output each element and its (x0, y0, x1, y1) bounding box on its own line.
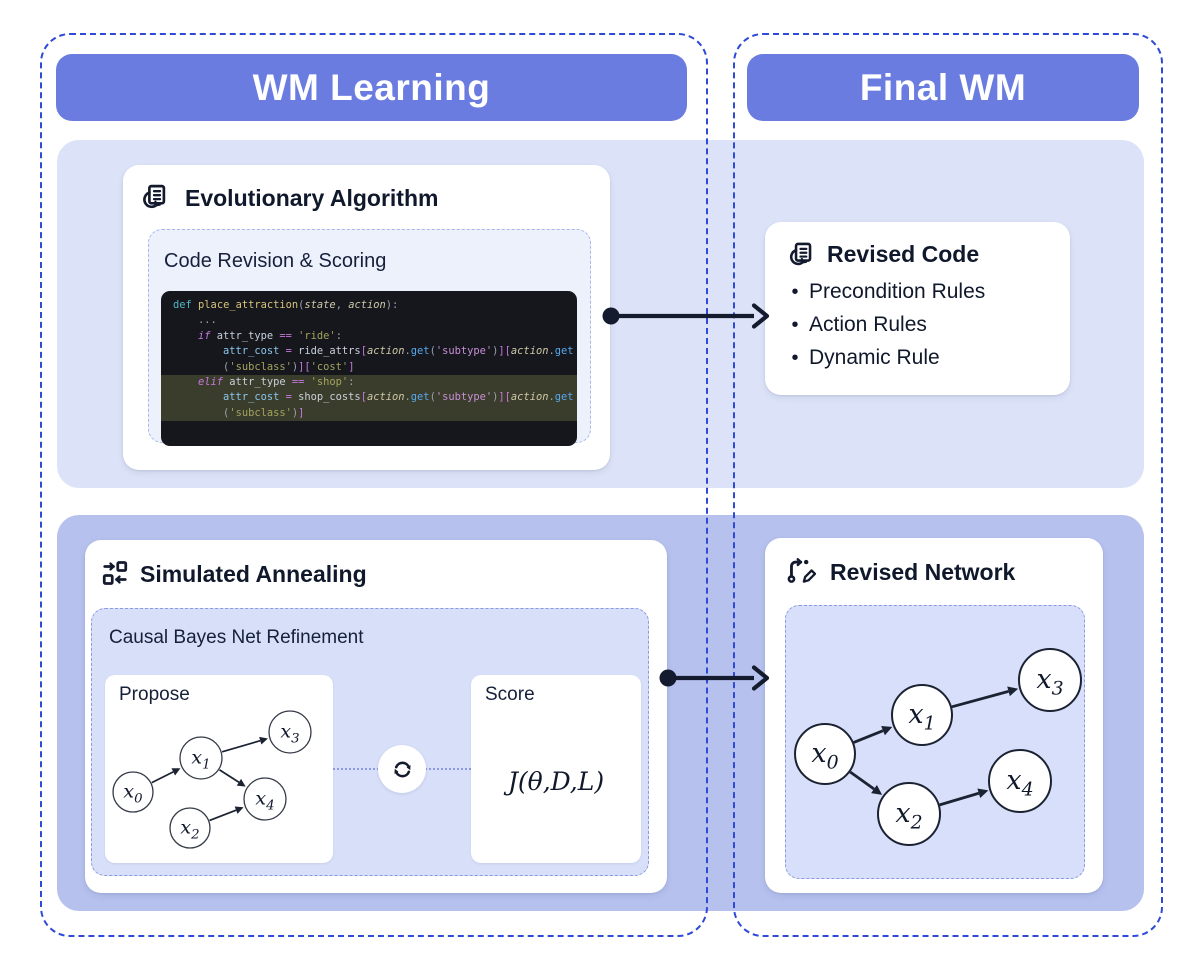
code-block: def place_attraction(state, action): ...… (161, 291, 577, 446)
revised-code-title: Revised Code (827, 241, 980, 267)
doc-revision-icon (139, 182, 168, 216)
simulated-annealing-card: Simulated Annealing Causal Bayes Net Ref… (85, 540, 667, 893)
code-revision-title: Code Revision & Scoring (164, 250, 387, 272)
revised-network-title: Revised Network (830, 559, 1016, 585)
score-card: Score J(θ,D,L) (471, 675, 641, 863)
code-line: if attr_type == 'ride': (173, 329, 342, 342)
cycle-badge (378, 745, 426, 793)
code-line: elif attr_type == 'shop': (161, 375, 577, 391)
final-wm-title: Final WM (859, 66, 1027, 108)
causal-bayes-title: Causal Bayes Net Refinement (109, 627, 364, 648)
code-line: ... (173, 314, 217, 327)
final-wm-region (733, 33, 1163, 937)
cycle-icon (394, 761, 410, 777)
annealing-to-network-arrow (659, 665, 770, 691)
code-revision-subpanel: Code Revision & Scoring def place_attrac… (148, 229, 591, 446)
revised-code-bullet: •Dynamic Rule (791, 346, 940, 369)
graph-node-x3 (1018, 648, 1082, 712)
wm-learning-header: WM Learning (56, 54, 687, 121)
graph-node-x2 (877, 782, 941, 846)
evolutionary-algorithm-card: Evolutionary Algorithm Code Revision & S… (123, 165, 610, 470)
simulated-annealing-title: Simulated Annealing (140, 561, 367, 587)
final-wm-header: Final WM (747, 54, 1139, 121)
code-line: ('subclass')] (161, 405, 577, 422)
revised-code-bullet: •Action Rules (791, 313, 927, 336)
evolutionary-algorithm-title: Evolutionary Algorithm (185, 185, 439, 211)
revised-code-bullet: •Precondition Rules (791, 280, 986, 303)
code-line: def place_attraction(state, action): (173, 299, 399, 311)
revised-code-card: Revised Code •Precondition Rules •Action … (765, 222, 1070, 395)
graph-node-x4 (988, 749, 1052, 813)
graph-node-x1 (179, 736, 223, 780)
graph-node-x1 (891, 684, 953, 746)
propose-title: Propose (119, 684, 190, 705)
graph-node-x2 (169, 807, 211, 849)
wm-learning-region (40, 33, 708, 937)
swap-boxes-icon (100, 558, 130, 593)
graph-node-x0 (112, 771, 154, 813)
graph-node-x4 (243, 777, 287, 821)
score-formula: J(θ,D,L) (507, 767, 605, 796)
graph-node-x0 (794, 723, 856, 785)
network-edit-icon (785, 555, 817, 591)
code-line: attr_cost = ride_attrs[action.get('subty… (173, 345, 574, 358)
score-title: Score (485, 684, 535, 705)
revised-code-list: •Precondition Rules •Action Rules •Dynamic… (781, 280, 1061, 379)
wm-learning-title: WM Learning (252, 66, 491, 108)
doc-revision-icon (786, 240, 814, 273)
code-line: ('subclass')]['cost'] (173, 360, 355, 373)
code-line: attr_cost = shop_costs[action.get('subty… (161, 390, 577, 406)
graph-node-label-x3: x3 (1036, 664, 1063, 699)
graph-node-x3 (268, 710, 312, 754)
code-to-revised-code-arrow (602, 303, 770, 329)
